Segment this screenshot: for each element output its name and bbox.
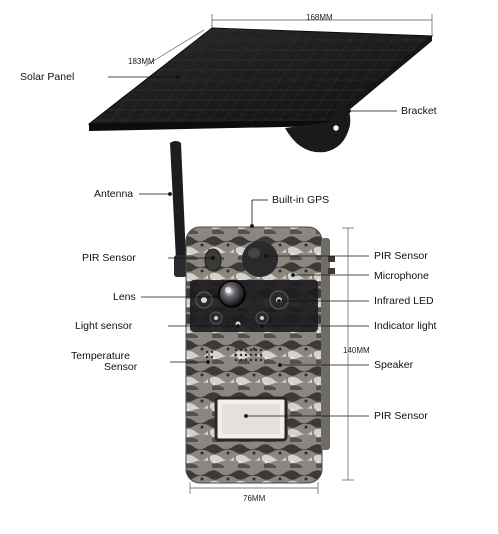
dimension-panel-depth: 183MM	[128, 57, 155, 66]
label-temperature-sensor-line2: Sensor	[104, 361, 138, 373]
label-bracket: Bracket	[401, 105, 437, 117]
label-pir-sensor-right: PIR Sensor	[374, 250, 428, 262]
label-speaker: Speaker	[374, 359, 414, 371]
label-light-sensor: Light sensor	[75, 320, 133, 332]
label-pir-sensor-left: PIR Sensor	[82, 252, 136, 264]
label-lens: Lens	[113, 291, 136, 303]
leader-lines	[108, 75, 397, 418]
dimension-panel-width: 168MM	[306, 13, 333, 22]
dimension-camera-height: 140MM	[343, 346, 370, 355]
label-pir-sensor-bottom: PIR Sensor	[374, 410, 428, 422]
bracket	[285, 100, 351, 153]
solar-panel	[87, 27, 434, 131]
camera-body	[185, 226, 335, 484]
label-infrared-led: Infrared LED	[374, 295, 434, 307]
antenna	[170, 141, 187, 277]
label-antenna: Antenna	[94, 188, 134, 200]
label-solar-panel: Solar Panel	[20, 71, 75, 83]
dimension-lines	[144, 14, 433, 494]
label-built-in-gps: Built-in GPS	[272, 194, 330, 206]
dimension-camera-width: 76MM	[243, 494, 266, 503]
label-microphone: Microphone	[374, 270, 429, 282]
label-temperature-sensor-line1: Temperature	[71, 350, 130, 362]
label-indicator-light: Indicator light	[374, 320, 437, 332]
